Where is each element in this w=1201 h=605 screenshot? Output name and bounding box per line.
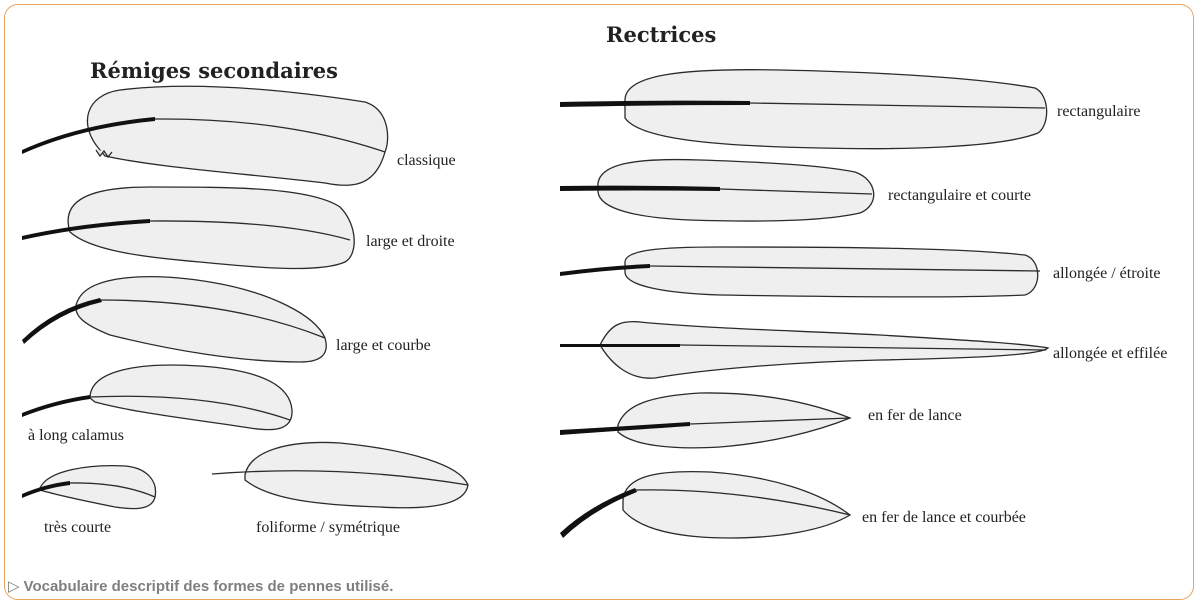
- figure-caption: ▷Vocabulaire descriptif des formes de pe…: [8, 577, 393, 595]
- remige-label-tres-courte: très courte: [44, 519, 111, 536]
- heading-rectrices: Rectrices: [606, 22, 716, 47]
- heading-remiges: Rémiges secondaires: [90, 58, 338, 83]
- rectrice-label-allongee-effilee: allongée et effilée: [1053, 345, 1167, 362]
- rectrice-label-fer-de-lance-courbee: en fer de lance et courbée: [862, 509, 1026, 526]
- remige-label-foliforme: foliforme / symétrique: [256, 519, 400, 536]
- feather-very-short-icon: [22, 466, 156, 509]
- feather-broad-straight-icon: [22, 187, 354, 269]
- feather-rectangular-icon: [560, 70, 1047, 149]
- feather-leaf-shaped-icon: [212, 442, 468, 507]
- rectrice-label-fer-de-lance: en fer de lance: [868, 407, 962, 424]
- feather-spearhead-curved-icon: [560, 472, 850, 538]
- remige-label-large-courbe: large et courbe: [336, 337, 431, 354]
- remige-label-long-calamus: à long calamus: [28, 427, 124, 444]
- feather-elongated-tapered-icon: [560, 322, 1048, 379]
- remige-label-large-droite: large et droite: [366, 233, 455, 250]
- rectrice-label-allongee-etroite: allongée / étroite: [1053, 265, 1161, 282]
- rectrice-label-rectangulaire-courte: rectangulaire et courte: [888, 187, 1031, 204]
- remige-label-classique: classique: [397, 152, 456, 169]
- rectrice-label-rectangulaire: rectangulaire: [1057, 103, 1141, 120]
- caption-text: Vocabulaire descriptif des formes de pen…: [24, 578, 394, 595]
- triangle-right-icon: ▷: [8, 578, 20, 595]
- feather-rectangular-short-icon: [560, 160, 874, 222]
- feather-spearhead-icon: [560, 393, 850, 448]
- feather-classic-icon: [22, 86, 388, 185]
- feather-long-calamus-icon: [22, 365, 292, 430]
- feather-elongated-narrow-icon: [560, 247, 1040, 297]
- feather-broad-curved-icon: [22, 277, 326, 362]
